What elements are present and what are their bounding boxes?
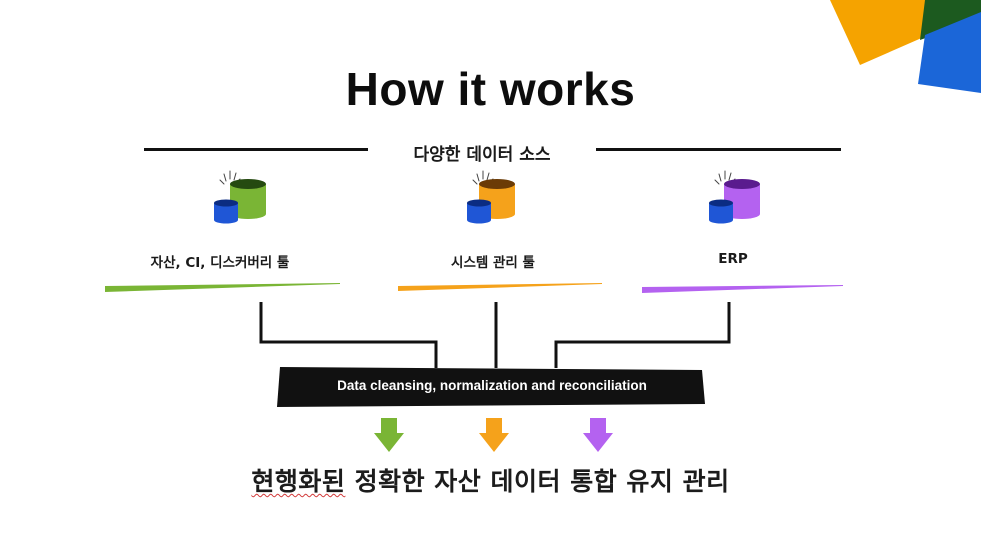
sources-line-right bbox=[596, 148, 841, 151]
source-label-1: 시스템 관리 툴 bbox=[451, 255, 535, 271]
result-label: 현행화된 정확한 자산 데이터 통합 유지 관리 bbox=[0, 462, 981, 498]
arrow-green-icon bbox=[374, 418, 404, 452]
result-rest: 정확한 자산 데이터 통합 유지 관리 bbox=[345, 467, 730, 496]
sources-label: 다양한 데이터 소스 bbox=[413, 145, 551, 165]
source-icon-0 bbox=[214, 170, 266, 224]
source-underline-0 bbox=[105, 283, 340, 292]
arrow-purple-icon bbox=[583, 418, 613, 452]
source-label-0: 자산, CI, 디스커버리 툴 bbox=[150, 255, 290, 271]
corner-blue-shape bbox=[918, 12, 981, 93]
page-title: How it works bbox=[345, 63, 636, 115]
source-underline-2 bbox=[642, 285, 843, 293]
source-label-2: ERP bbox=[718, 251, 748, 267]
database-icon bbox=[214, 170, 266, 224]
corner-green-shape bbox=[920, 0, 981, 40]
database-icon bbox=[709, 170, 760, 224]
process-box bbox=[277, 367, 705, 407]
process-label: Data cleansing, normalization and reconc… bbox=[337, 378, 647, 393]
source-underline-1 bbox=[398, 283, 602, 291]
source-icon-2 bbox=[709, 170, 760, 224]
sources-line-left bbox=[144, 148, 368, 151]
connector-left bbox=[259, 302, 438, 368]
arrow-orange-icon bbox=[479, 418, 509, 452]
database-icon bbox=[467, 170, 515, 224]
source-icon-1 bbox=[467, 170, 515, 224]
connector-right bbox=[554, 302, 731, 368]
result-underlined-word: 현행화된 bbox=[251, 467, 346, 496]
